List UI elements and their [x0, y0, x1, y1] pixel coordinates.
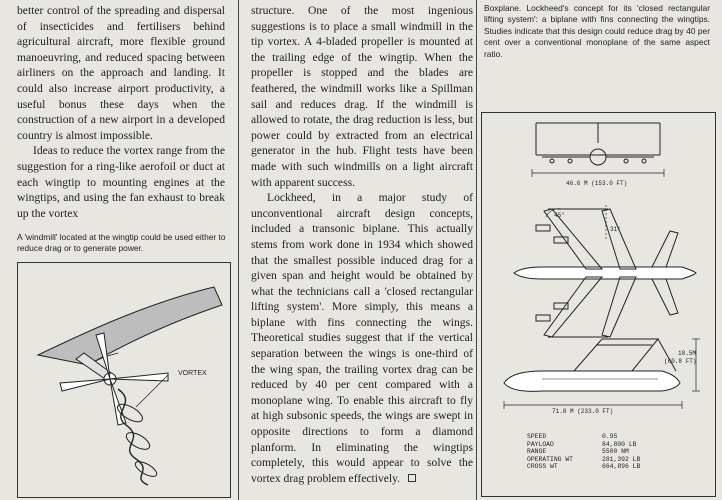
spec-label: PAYLOAD [527, 440, 554, 448]
sweep-angle-label: 45° [554, 212, 565, 219]
plan-view [513, 205, 697, 338]
column-divider [476, 0, 477, 500]
article-column-left: better control of the spreading and disp… [17, 3, 225, 221]
figure-boxplane: 46.6 M (153.0 FT) 45° 31° [481, 112, 716, 497]
paragraph-text: Lockheed, in a major study of unconventi… [251, 191, 473, 485]
spec-value: 5500 NM [602, 448, 629, 456]
spec-label: RANGE [527, 448, 547, 456]
length-dimension-label: 71.0 M (233.0 FT) [552, 408, 613, 415]
column-divider [238, 0, 239, 500]
spec-value: 0.95 [602, 433, 618, 440]
span-dimension-label: 46.6 M (153.0 FT) [566, 180, 627, 187]
figure-windmill: VORTEX [17, 262, 231, 498]
spec-labels: SPEED PAYLOAD RANGE OPERATING WT CROSS W… [527, 433, 573, 471]
figure-caption-windmill: A 'windmill' located at the wingtip coul… [17, 232, 226, 254]
article-column-middle: structure. One of the most ingenious sug… [251, 3, 473, 486]
figure-caption-boxplane: Boxplane. Lockheed's concept for its 'cl… [484, 3, 710, 59]
spec-value: 281,392 LB [602, 455, 641, 463]
vortex-label: VORTEX [178, 370, 207, 377]
paragraph: Ideas to reduce the vortex range from th… [17, 144, 225, 220]
windmill-illustration: VORTEX [36, 286, 223, 486]
spec-label: OPERATING WT [527, 455, 574, 463]
spec-label: CROSS WT [527, 463, 558, 471]
side-view [503, 338, 700, 409]
end-mark [408, 473, 417, 482]
boxplane-drawing: 46.6 M (153.0 FT) 45° 31° [503, 122, 700, 415]
spec-value: 664,896 LB [602, 463, 641, 471]
spec-value: 84,800 LB [602, 440, 637, 448]
height-dimension-label-ft: (60.8 FT) [664, 358, 696, 365]
paragraph: structure. One of the most ingenious sug… [251, 4, 473, 189]
front-view [531, 122, 665, 177]
paragraph: better control of the spreading and disp… [17, 4, 225, 142]
sweep-angle-label: 31° [610, 226, 621, 233]
spec-label: SPEED [527, 433, 547, 440]
height-dimension-label: 18.5M [678, 350, 696, 357]
paragraph: Lockheed, in a major study of unconventi… [251, 190, 473, 486]
spec-values: 0.95 84,800 LB 5500 NM 281,392 LB 664,89… [602, 433, 640, 471]
